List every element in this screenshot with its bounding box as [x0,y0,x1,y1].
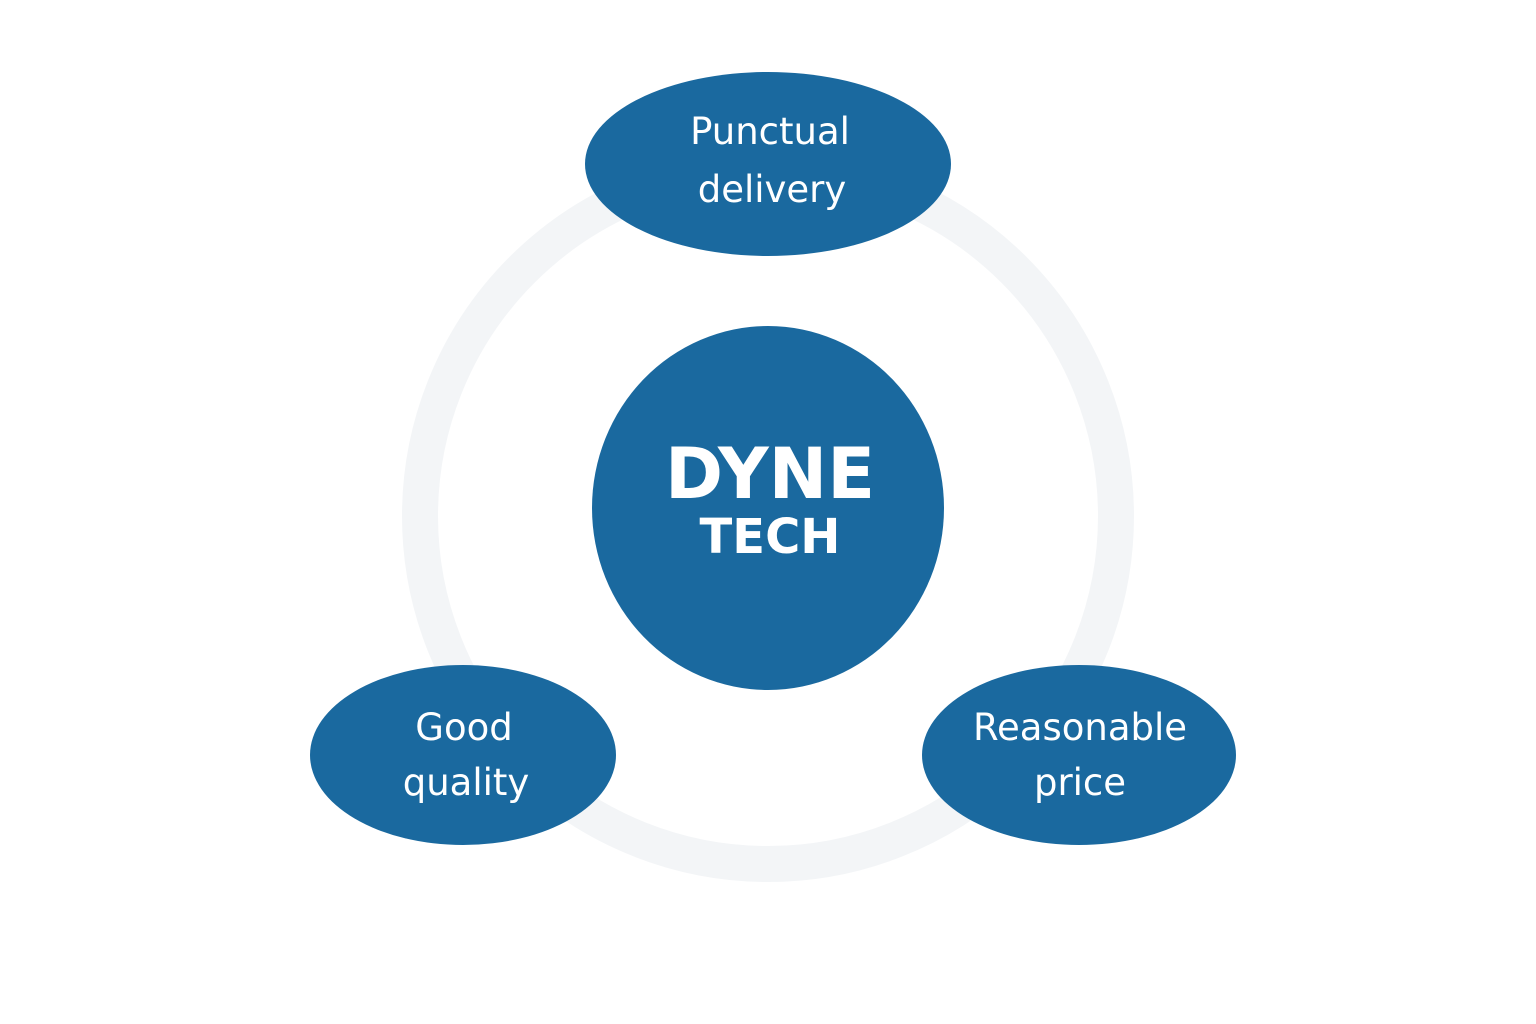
node-good-quality: Good quality [310,665,616,845]
node-label-line2: quality [403,761,530,804]
node-label-line2: delivery [698,168,847,211]
node-label-line1: Reasonable [973,706,1187,749]
node-reasonable-price: Reasonable price [922,665,1236,845]
node-label-line1: Punctual [690,110,850,153]
node-label-line2: price [1034,761,1126,804]
center-subtitle: TECH [700,509,841,565]
node-label-line1: Good [415,706,512,749]
node-punctual-delivery: Punctual delivery [585,72,951,256]
center-title: DYNE [665,433,875,515]
center-node: DYNE TECH [592,326,944,690]
